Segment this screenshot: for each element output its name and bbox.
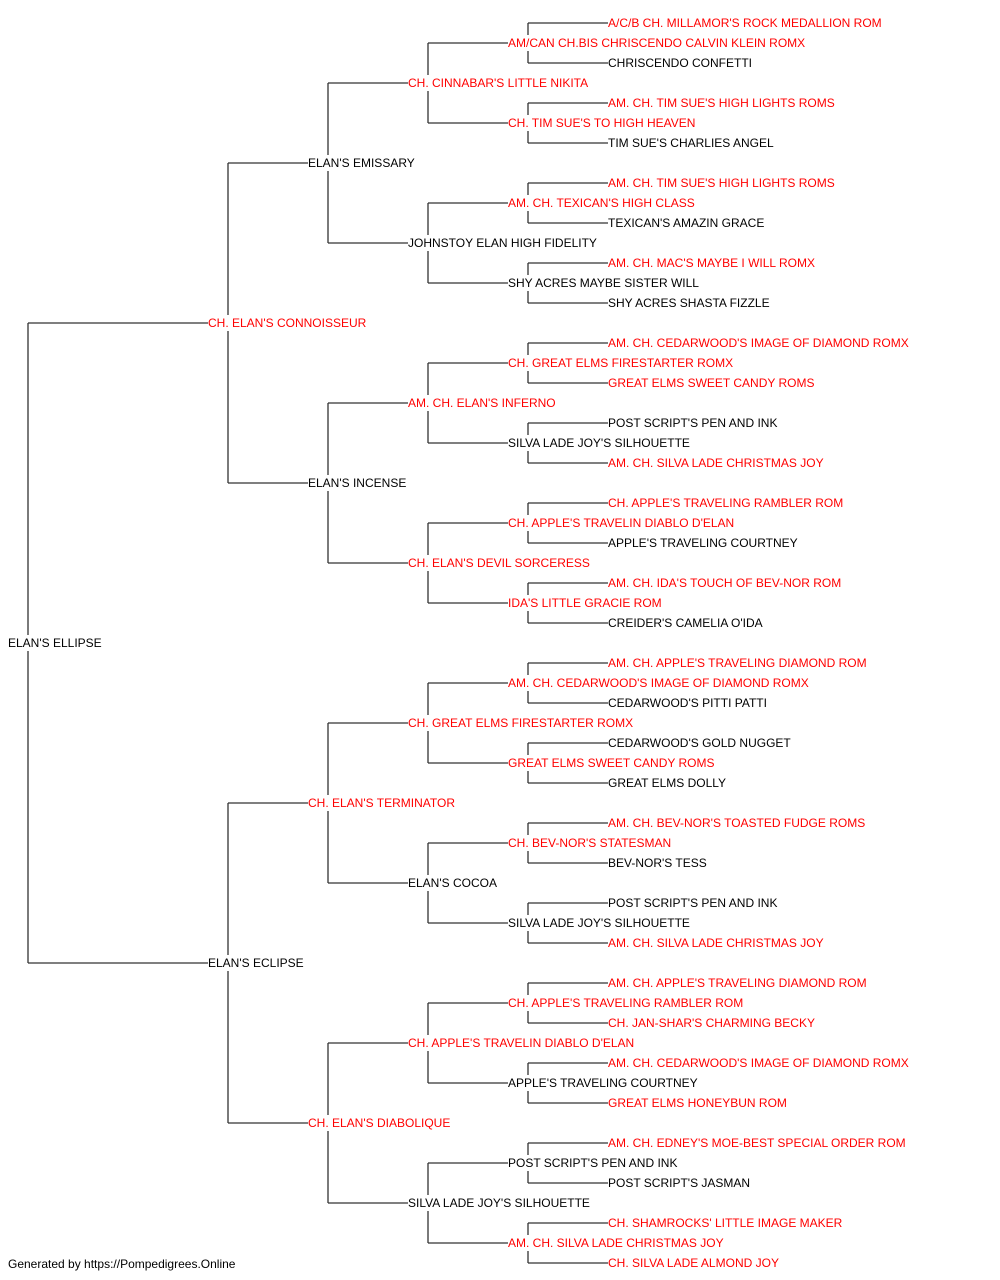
- ancestor-gen5-sire-sire-sire-sire-sire: A/C/B CH. MILLAMOR'S ROCK MEDALLION ROM: [608, 16, 884, 30]
- ancestor-gen4-sire-dam-dam-dam: IDA'S LITTLE GRACIE ROM: [508, 596, 664, 610]
- ancestor-gen5-sire-sire-dam-sire-dam: TEXICAN'S AMAZIN GRACE: [608, 216, 767, 230]
- ancestor-gen2-sire-sire: ELAN'S EMISSARY: [308, 156, 417, 170]
- ancestor-gen5-sire-dam-dam-sire-dam: APPLE'S TRAVELING COURTNEY: [608, 536, 800, 550]
- ancestor-gen1-dam: ELAN'S ECLIPSE: [208, 956, 306, 970]
- ancestor-gen5-dam-dam-dam-dam-dam: CH. SILVA LADE ALMOND JOY: [608, 1256, 781, 1270]
- ancestor-gen5-dam-dam-dam-sire-sire: AM. CH. EDNEY'S MOE-BEST SPECIAL ORDER R…: [608, 1136, 908, 1150]
- ancestor-gen5-sire-dam-sire-sire-sire: AM. CH. CEDARWOOD'S IMAGE OF DIAMOND ROM…: [608, 336, 911, 350]
- ancestor-gen4-dam-dam-dam-dam: AM. CH. SILVA LADE CHRISTMAS JOY: [508, 1236, 726, 1250]
- ancestor-gen4-sire-sire-dam-dam: SHY ACRES MAYBE SISTER WILL: [508, 276, 701, 290]
- ancestor-gen4-sire-sire-sire-dam: CH. TIM SUE'S TO HIGH HEAVEN: [508, 116, 698, 130]
- ancestor-gen5-sire-sire-sire-dam-sire: AM. CH. TIM SUE'S HIGH LIGHTS ROMS: [608, 96, 837, 110]
- ancestor-gen4-dam-sire-sire-sire: AM. CH. CEDARWOOD'S IMAGE OF DIAMOND ROM…: [508, 676, 811, 690]
- ancestor-gen2-dam-dam: CH. ELAN'S DIABOLIQUE: [308, 1116, 453, 1130]
- ancestor-gen5-dam-dam-sire-dam-sire: AM. CH. CEDARWOOD'S IMAGE OF DIAMOND ROM…: [608, 1056, 911, 1070]
- ancestor-gen5-dam-sire-dam-dam-dam: AM. CH. SILVA LADE CHRISTMAS JOY: [608, 936, 826, 950]
- ancestor-gen5-sire-dam-dam-dam-sire: AM. CH. IDA'S TOUCH OF BEV-NOR ROM: [608, 576, 844, 590]
- ancestor-gen5-sire-dam-dam-dam-dam: CREIDER'S CAMELIA O'IDA: [608, 616, 765, 630]
- ancestor-gen5-sire-dam-sire-sire-dam: GREAT ELMS SWEET CANDY ROMS: [608, 376, 817, 390]
- ancestor-gen5-dam-sire-dam-sire-dam: BEV-NOR'S TESS: [608, 856, 709, 870]
- ancestor-gen5-dam-dam-sire-sire-dam: CH. JAN-SHAR'S CHARMING BECKY: [608, 1016, 817, 1030]
- ancestor-gen5-dam-dam-dam-sire-dam: POST SCRIPT'S JASMAN: [608, 1176, 753, 1190]
- ancestor-gen4-sire-sire-sire-sire: AM/CAN CH.BIS CHRISCENDO CALVIN KLEIN RO…: [508, 36, 808, 50]
- ancestor-gen5-dam-sire-dam-sire-sire: AM. CH. BEV-NOR'S TOASTED FUDGE ROMS: [608, 816, 868, 830]
- ancestor-gen4-dam-sire-dam-sire: CH. BEV-NOR'S STATESMAN: [508, 836, 674, 850]
- ancestor-gen3-dam-sire-sire: CH. GREAT ELMS FIRESTARTER ROMX: [408, 716, 636, 730]
- ancestor-gen5-dam-sire-dam-dam-sire: POST SCRIPT'S PEN AND INK: [608, 896, 780, 910]
- subject-dog-name: ELAN'S ELLIPSE: [8, 636, 104, 650]
- ancestor-gen4-dam-sire-dam-dam: SILVA LADE JOY'S SILHOUETTE: [508, 916, 692, 930]
- ancestor-gen5-sire-sire-dam-dam-sire: AM. CH. MAC'S MAYBE I WILL ROMX: [608, 256, 817, 270]
- ancestor-gen4-sire-dam-dam-sire: CH. APPLE'S TRAVELIN DIABLO D'ELAN: [508, 516, 737, 530]
- ancestor-gen5-sire-dam-sire-dam-dam: AM. CH. SILVA LADE CHRISTMAS JOY: [608, 456, 826, 470]
- ancestor-gen5-dam-dam-sire-dam-dam: GREAT ELMS HONEYBUN ROM: [608, 1096, 789, 1110]
- ancestor-gen4-sire-sire-dam-sire: AM. CH. TEXICAN'S HIGH CLASS: [508, 196, 697, 210]
- ancestor-gen5-sire-sire-dam-dam-dam: SHY ACRES SHASTA FIZZLE: [608, 296, 772, 310]
- ancestor-gen4-dam-dam-sire-dam: APPLE'S TRAVELING COURTNEY: [508, 1076, 700, 1090]
- ancestor-gen3-dam-dam-dam: SILVA LADE JOY'S SILHOUETTE: [408, 1196, 592, 1210]
- ancestor-gen3-sire-sire-sire: CH. CINNABAR'S LITTLE NIKITA: [408, 76, 591, 90]
- ancestor-gen4-sire-dam-sire-dam: SILVA LADE JOY'S SILHOUETTE: [508, 436, 692, 450]
- ancestor-gen2-dam-sire: CH. ELAN'S TERMINATOR: [308, 796, 457, 810]
- ancestor-gen5-dam-sire-sire-dam-dam: GREAT ELMS DOLLY: [608, 776, 729, 790]
- ancestor-gen4-dam-dam-dam-sire: POST SCRIPT'S PEN AND INK: [508, 1156, 680, 1170]
- ancestor-gen4-dam-dam-sire-sire: CH. APPLE'S TRAVELING RAMBLER ROM: [508, 996, 746, 1010]
- ancestor-gen1-sire: CH. ELAN'S CONNOISSEUR: [208, 316, 369, 330]
- ancestor-gen2-sire-dam: ELAN'S INCENSE: [308, 476, 409, 490]
- ancestor-gen5-sire-dam-sire-dam-sire: POST SCRIPT'S PEN AND INK: [608, 416, 780, 430]
- ancestor-gen3-sire-sire-dam: JOHNSTOY ELAN HIGH FIDELITY: [408, 236, 599, 250]
- ancestor-gen4-dam-sire-sire-dam: GREAT ELMS SWEET CANDY ROMS: [508, 756, 717, 770]
- ancestor-gen3-dam-dam-sire: CH. APPLE'S TRAVELIN DIABLO D'ELAN: [408, 1036, 637, 1050]
- ancestor-gen5-dam-sire-sire-dam-sire: CEDARWOOD'S GOLD NUGGET: [608, 736, 793, 750]
- ancestor-gen5-sire-dam-dam-sire-sire: CH. APPLE'S TRAVELING RAMBLER ROM: [608, 496, 846, 510]
- ancestor-gen5-sire-sire-sire-sire-dam: CHRISCENDO CONFETTI: [608, 56, 754, 70]
- ancestor-gen4-sire-dam-sire-sire: CH. GREAT ELMS FIRESTARTER ROMX: [508, 356, 736, 370]
- ancestor-gen5-dam-sire-sire-sire-dam: CEDARWOOD'S PITTI PATTI: [608, 696, 769, 710]
- ancestor-gen3-sire-dam-dam: CH. ELAN'S DEVIL SORCERESS: [408, 556, 592, 570]
- footer-credit: Generated by https://Pompedigrees.Online: [8, 1257, 236, 1271]
- ancestor-gen5-sire-sire-sire-dam-dam: TIM SUE'S CHARLIES ANGEL: [608, 136, 776, 150]
- ancestor-gen5-dam-sire-sire-sire-sire: AM. CH. APPLE'S TRAVELING DIAMOND ROM: [608, 656, 869, 670]
- ancestor-gen3-sire-dam-sire: AM. CH. ELAN'S INFERNO: [408, 396, 558, 410]
- ancestor-gen5-sire-sire-dam-sire-sire: AM. CH. TIM SUE'S HIGH LIGHTS ROMS: [608, 176, 837, 190]
- ancestor-gen3-dam-sire-dam: ELAN'S COCOA: [408, 876, 499, 890]
- ancestor-gen5-dam-dam-sire-sire-sire: AM. CH. APPLE'S TRAVELING DIAMOND ROM: [608, 976, 869, 990]
- ancestor-gen5-dam-dam-dam-dam-sire: CH. SHAMROCKS' LITTLE IMAGE MAKER: [608, 1216, 845, 1230]
